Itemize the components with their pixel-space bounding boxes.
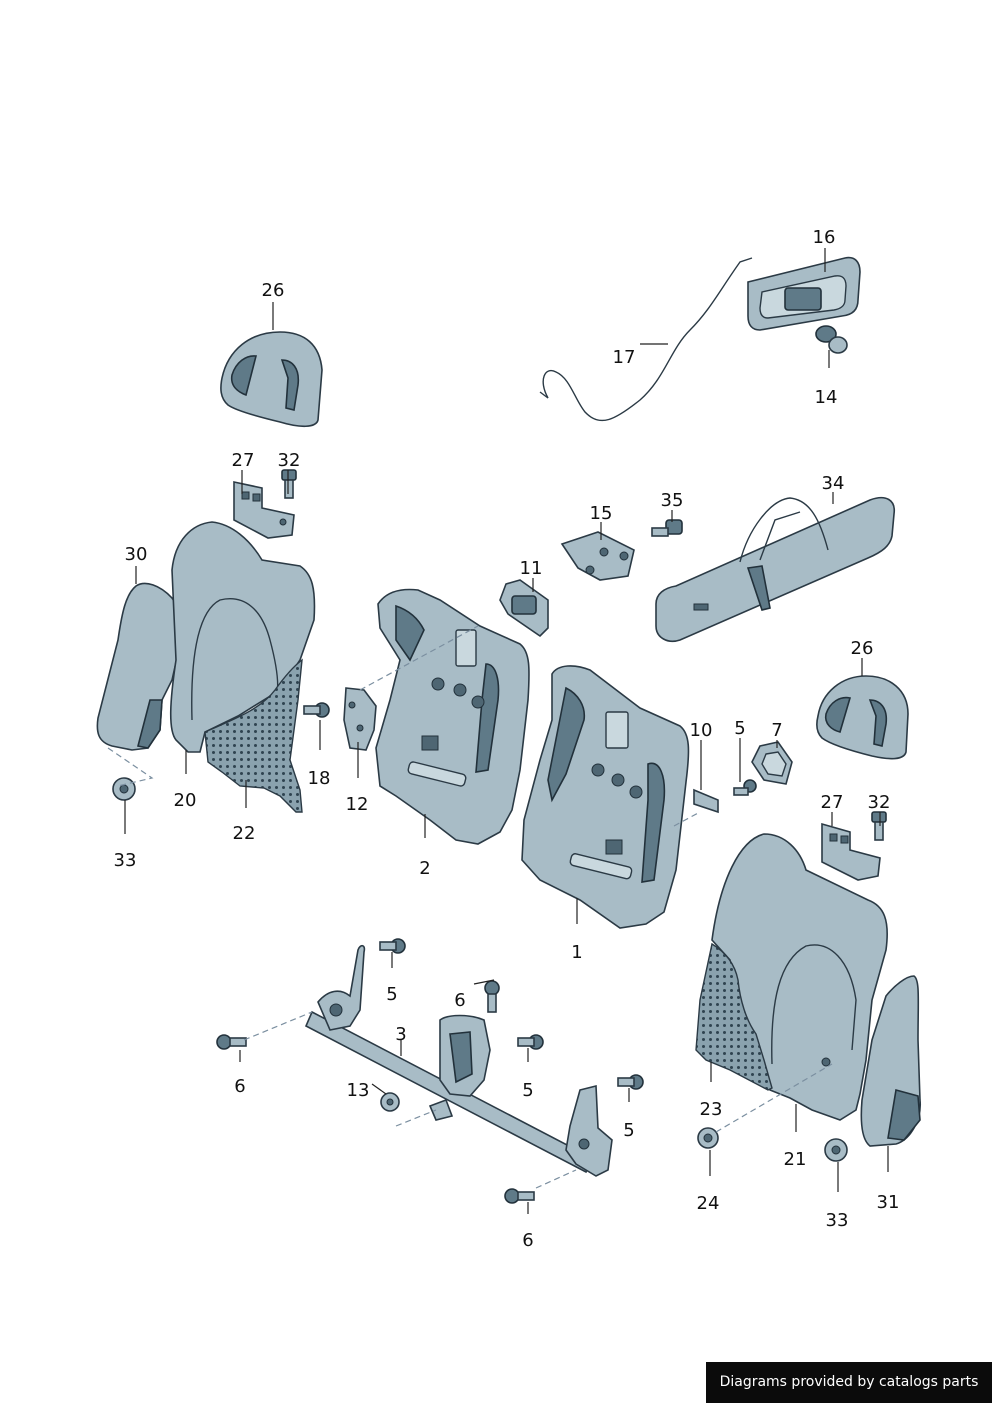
- credit-banner: Diagrams provided by catalogs parts: [706, 1362, 992, 1403]
- bolt-left: [281, 469, 297, 499]
- mesh-panel-right: [695, 942, 773, 1091]
- callout-6-c: 6: [522, 1230, 533, 1251]
- callout-33-b: 33: [826, 1210, 849, 1231]
- backrest-frame-2: [375, 588, 530, 845]
- side-bolster-right: [860, 975, 921, 1147]
- callout-27-b: 27: [821, 792, 844, 813]
- bolt-5-b: [517, 1034, 544, 1050]
- bolt-5-c: [617, 1074, 644, 1090]
- callout-5-b: 5: [522, 1080, 533, 1101]
- callout-5-a: 5: [386, 984, 397, 1005]
- callout-33-a: 33: [114, 850, 137, 871]
- callout-6-b: 6: [454, 990, 465, 1011]
- backrest-frame-1: [521, 665, 690, 929]
- callout-13: 13: [347, 1080, 370, 1101]
- bracket-15: [560, 531, 635, 581]
- callout-18: 18: [308, 768, 331, 789]
- callout-16: 16: [813, 227, 836, 248]
- callout-10: 10: [690, 720, 713, 741]
- bolt-6-b: [484, 980, 500, 1013]
- callout-27-a: 27: [232, 450, 255, 471]
- callout-labels: 1 2 3 5 5 5 5 6 6 6 7 10 11 12 13 14 15 …: [114, 227, 900, 1251]
- callout-35: 35: [661, 490, 684, 511]
- callout-7: 7: [771, 720, 782, 741]
- nut-13: [380, 1092, 400, 1112]
- headrest-right: [816, 675, 909, 760]
- callout-32-a: 32: [278, 450, 301, 471]
- bolt-5-top: [733, 779, 757, 796]
- callout-2: 2: [419, 858, 430, 879]
- callout-31: 31: [877, 1192, 900, 1213]
- callout-23: 23: [700, 1099, 723, 1120]
- callout-26-b: 26: [851, 638, 874, 659]
- backrest-cover-left: [169, 521, 316, 753]
- callout-5-c: 5: [623, 1120, 634, 1141]
- nut-24: [697, 1127, 719, 1149]
- side-bolster-left: [96, 582, 187, 751]
- release-handle: [747, 256, 861, 331]
- clip-10: [693, 788, 719, 814]
- mesh-panel-left: [204, 658, 303, 813]
- bracket-left: [233, 481, 295, 539]
- headrest-left: [220, 331, 323, 428]
- hinge-12: [343, 687, 377, 751]
- leader-lines: [124, 248, 889, 1214]
- frame-tube-3: [304, 944, 613, 1177]
- callout-22: 22: [233, 823, 256, 844]
- bolt-18: [303, 702, 330, 718]
- bolt-6-c: [504, 1188, 535, 1204]
- bolt-5-a: [379, 938, 406, 954]
- bolt-right: [871, 811, 887, 841]
- bolt-6-a: [216, 1034, 247, 1050]
- callout-11: 11: [520, 558, 543, 579]
- callout-20: 20: [174, 790, 197, 811]
- callout-6-a: 6: [234, 1076, 245, 1097]
- lock-11: [499, 579, 549, 638]
- callout-32-b: 32: [868, 792, 891, 813]
- callout-14: 14: [815, 387, 838, 408]
- bolt-35: [651, 519, 683, 537]
- knob: [815, 325, 848, 354]
- nut-right: [824, 1138, 848, 1162]
- callout-24: 24: [697, 1193, 720, 1214]
- release-cable: [539, 257, 753, 422]
- callout-21: 21: [784, 1149, 807, 1170]
- callout-5-d: 5: [734, 718, 745, 739]
- callout-3: 3: [395, 1024, 406, 1045]
- callout-15: 15: [590, 503, 613, 524]
- ski-bag-34: [655, 496, 895, 642]
- gasket-7: [751, 741, 793, 785]
- nut-left: [112, 777, 136, 801]
- callout-12: 12: [346, 794, 369, 815]
- bracket-right: [821, 822, 881, 881]
- assembly-lines: [107, 625, 833, 1189]
- callout-26-a: 26: [262, 280, 285, 301]
- callout-1: 1: [571, 942, 582, 963]
- callout-17: 17: [613, 347, 636, 368]
- callout-34: 34: [822, 473, 845, 494]
- callout-30: 30: [125, 544, 148, 565]
